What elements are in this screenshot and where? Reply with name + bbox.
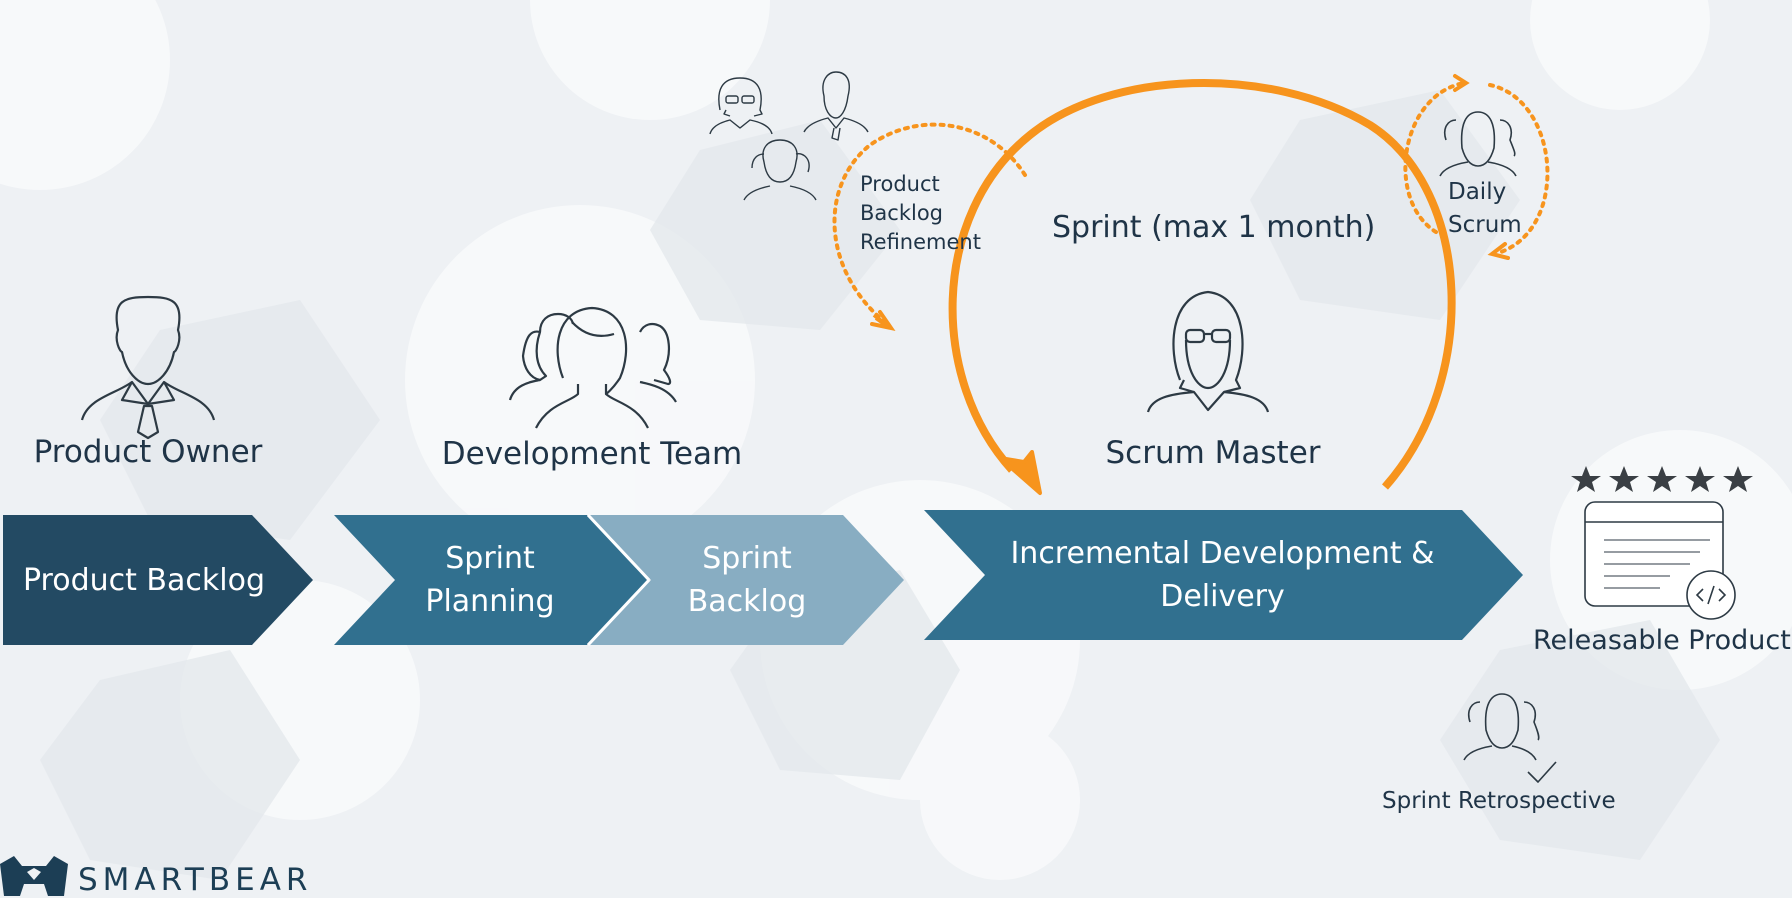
daily-scrum-team-icon [1439, 111, 1517, 177]
sprint-backlog-line1: Sprint [702, 541, 792, 576]
incremental-line2: Delivery [1160, 579, 1285, 614]
product-owner-label: Product Owner [33, 434, 263, 470]
refinement-arrowhead-tip [870, 310, 896, 331]
incremental-delivery-label: Incremental Development & Delivery [980, 510, 1465, 640]
sprint-planning-line2: Planning [425, 584, 555, 619]
product-backlog-label: Product Backlog [3, 515, 285, 645]
sprint-backlog-line2: Backlog [687, 584, 807, 619]
product-backlog-chevron [3, 515, 313, 645]
star-icon [1723, 466, 1753, 492]
sprint-backlog-chevron [590, 515, 904, 645]
sprint-planning-line1: Sprint [445, 541, 535, 576]
star-icon [1685, 466, 1715, 492]
daily-scrum-line2: Scrum [1448, 212, 1522, 238]
man-with-tie-icon [80, 295, 216, 440]
sprint-cycle-arrow [948, 79, 1456, 490]
bear-logo-icon [0, 856, 68, 896]
team-icon [508, 306, 677, 429]
incremental-delivery-chevron [924, 510, 1523, 640]
daily-scrum-line1: Daily [1448, 179, 1507, 205]
daily-scrum-loop-right [1488, 83, 1550, 255]
sprint-retrospective-label: Sprint Retrospective [1382, 788, 1616, 814]
refinement-people-icon [709, 71, 869, 201]
sprint-backlog-label: Sprint Backlog [632, 515, 862, 645]
product-window-icon [1584, 501, 1724, 607]
star-icon [1647, 466, 1677, 492]
code-icon [1686, 570, 1736, 620]
refinement-dotted-arrow [832, 122, 1027, 327]
scrum-master-label: Scrum Master [1105, 435, 1321, 471]
refinement-line3: Refinement [860, 230, 981, 254]
daily-scrum-arrowhead-top [1453, 74, 1470, 92]
daily-scrum-arrowhead [1487, 242, 1510, 260]
smartbear-logo-text: SMARTBEAR [78, 862, 313, 898]
daily-scrum-loop-left [1403, 81, 1466, 234]
refinement-line1: Product [860, 172, 940, 196]
star-icon [1609, 466, 1639, 492]
daily-scrum-label: Daily Scrum [1448, 176, 1522, 242]
product-backlog-text: Product Backlog [22, 562, 265, 598]
sprint-planning-chevron [334, 515, 648, 645]
sprint-planning-label: Sprint Planning [375, 515, 605, 645]
sprint-arrowhead [998, 450, 1042, 495]
incremental-line1: Incremental Development & [1010, 536, 1435, 571]
development-team-label: Development Team [441, 436, 743, 472]
retrospective-team-icon [1463, 693, 1557, 783]
woman-with-glasses-icon [1146, 290, 1270, 413]
refinement-line2: Backlog [860, 201, 943, 225]
chevron-divider [586, 513, 651, 582]
backlog-refinement-label: Product Backlog Refinement [860, 170, 981, 257]
star-icon [1571, 466, 1601, 492]
releasable-product-label: Releasable Product [1533, 625, 1791, 656]
sprint-label: Sprint (max 1 month) [1052, 210, 1376, 245]
chevron-divider [586, 578, 651, 647]
rating-stars [1571, 466, 1753, 492]
